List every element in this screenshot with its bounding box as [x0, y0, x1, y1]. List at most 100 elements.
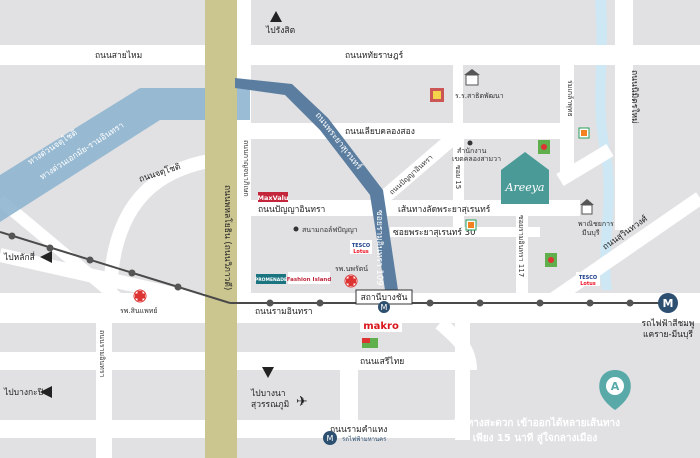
landmark-icon-1 [538, 140, 550, 154]
label-hospital-mid: รพ.นพรัตน์ [335, 265, 368, 273]
school-icon [464, 69, 480, 86]
terminal-metro-m: M [663, 297, 674, 310]
svg-text:Lotus: Lotus [580, 281, 596, 287]
road-diag-right [556, 143, 614, 187]
hospital-icon-mid [344, 274, 358, 288]
arrow-up-icon [270, 11, 282, 22]
location-pin-icon[interactable]: A [599, 370, 631, 410]
canal [595, 0, 614, 290]
svg-text:TESCO: TESCO [579, 275, 597, 281]
label-phraya-suren: ถนนพระยาสุเรนทร์ [313, 110, 365, 172]
label-fashion-school-2: มีนบุรี [582, 229, 600, 237]
label-left-vertical: ถนนรามอินทรา [98, 330, 106, 377]
svg-text:MaxValu: MaxValu [258, 194, 289, 202]
road-ram-curve [435, 317, 477, 371]
temple-icon [430, 88, 444, 102]
tagline-line-1: เดินทางสะดวก เข้าออกได้หลายเส้นทาง [450, 416, 620, 429]
label-sukhaphiban: ถนนกาญจนาภิเษก [242, 140, 250, 197]
label-nimit-mai: ถนนนิมิตรใหม่ [629, 70, 640, 124]
label-district-office-2: เขตคลองสามวา [452, 155, 501, 163]
areeya-brand: Areeya [505, 181, 545, 194]
road-vert-mid [453, 60, 463, 125]
elevated-phraya-suren [235, 78, 398, 290]
label-ram-intra: ถนนรามอินทรา [255, 307, 313, 317]
road-soi-30 [390, 227, 540, 237]
label-phahonyothin: ถนนพหลโยธิน (ถนนวิภาวดี) [222, 185, 233, 290]
svg-text:รถไฟฟ้ามหานคร: รถไฟฟ้ามหานคร [342, 435, 387, 443]
road-seri-loop [340, 352, 358, 422]
golf-icon [293, 226, 299, 232]
fashion-school-icon [580, 199, 594, 215]
terminal-metro-icon[interactable] [658, 293, 678, 313]
seven-eleven-logo-2 [465, 219, 477, 231]
makro-logo: makro [360, 318, 402, 332]
terminal-label-2: แคราย-มีนบุรี [643, 329, 693, 340]
terminal-label-1: รถไฟฟ้าสีชมพู [642, 318, 695, 329]
label-hospital-left: รพ.สินแพทย์ [120, 307, 158, 315]
svg-text:PROMENADE: PROMENADE [255, 277, 287, 283]
promenade-logo: PROMENADE [255, 274, 287, 284]
maxvalu-logo: MaxValu [258, 192, 289, 202]
road-nimit-v [615, 0, 633, 230]
label-to-lak-si: ไปหลักสี่ [3, 251, 36, 263]
big-c-logo [362, 338, 378, 348]
road-right-v [560, 60, 574, 180]
road-suwinthawong [541, 192, 700, 311]
label-soi-117: ซอยรามอินทรา 117 [517, 215, 525, 277]
areeya-project-marker[interactable]: Areeya [501, 152, 549, 204]
label-hathai-rat: ถนนหทัยราษฎร์ [345, 50, 404, 61]
diagonal-roads [103, 126, 700, 311]
station-metro-m: M [381, 303, 388, 312]
road-panya-inthra [235, 200, 580, 216]
label-school: ร.ร.สาธิตพัฒนา [455, 92, 504, 100]
svg-text:M: M [327, 434, 334, 443]
svg-text:A: A [611, 380, 620, 393]
station-label: สถานีบางชัน [361, 292, 408, 303]
tesco-logo-2: TESCO Lotus [576, 272, 600, 287]
road-soi-15-v [453, 139, 464, 229]
label-golf: สนามกอล์ฟปัญญา [302, 226, 358, 234]
label-soi-15: ซอย 15 [454, 165, 462, 189]
svg-text:TESCO: TESCO [352, 243, 370, 249]
label-sai-mai: ถนนสายไหม [95, 50, 142, 61]
station-metro-icon[interactable] [378, 301, 390, 313]
road-chatuchot [103, 153, 217, 301]
label-right-vertical: ร่มเกล้าพุทธ [566, 80, 574, 117]
arrow-down-icon [262, 367, 274, 378]
label-fashion-school-1: พาณิชยการ [578, 220, 614, 228]
label-ramkhamhaeng: ถนนรามคำแหง [330, 425, 387, 435]
metro-logo: M รถไฟฟ้ามหานคร [323, 431, 387, 445]
road-sai-mai [0, 45, 700, 65]
label-seri-thai: ถนนเสรีไทย [360, 356, 404, 367]
road-diag-mid [370, 126, 465, 211]
tagline-line-2: เพียง 15 นาที สู่ใจกลางเมือง [473, 431, 598, 445]
road-sukhaphiban-v [235, 0, 251, 300]
arrow-left-icon-2 [40, 386, 52, 398]
fashion-island-logo: Fashion Island [287, 272, 332, 284]
pink-line-rail [0, 231, 670, 307]
road-soi-117-v [516, 200, 528, 295]
svg-text:Fashion Island: Fashion Island [287, 277, 332, 283]
label-ramintra-109: ซอยรามอินทรา 109 [374, 210, 384, 286]
hospital-icon-left [133, 289, 147, 303]
svg-text:Lotus: Lotus [353, 249, 369, 255]
label-setthabut: เส้นทางลัดพระยาสุเรนทร์ [398, 204, 491, 215]
highway-phahonyothin [205, 0, 237, 458]
label-to-rangsit: ไปรังสิต [265, 25, 295, 36]
seven-eleven-logo-1 [578, 127, 590, 139]
label-soi-30: ซอยพระยาสุเรนทร์ 30 [393, 227, 476, 238]
airplane-icon: ✈ [296, 394, 308, 410]
label-district-office-1: สำนักงาน [457, 147, 487, 155]
label-to-suvarnabhumi: สุวรรณภูมิ [251, 400, 289, 410]
label-panya-inthra: ถนนปัญญาอินทรา [258, 205, 325, 215]
district-office-icon [467, 140, 473, 146]
arrow-left-icon-1 [40, 251, 52, 263]
label-liap-khlong-song: ถนนเลียบคลองสอง [345, 126, 415, 137]
label-to-bang-na: ไปบางนา [250, 388, 286, 399]
svg-text:makro: makro [363, 321, 399, 332]
label-to-bang-kapi: ไปบางกะปิ [3, 387, 43, 398]
landmark-icon-2 [545, 253, 557, 267]
road-left-v [96, 320, 112, 458]
